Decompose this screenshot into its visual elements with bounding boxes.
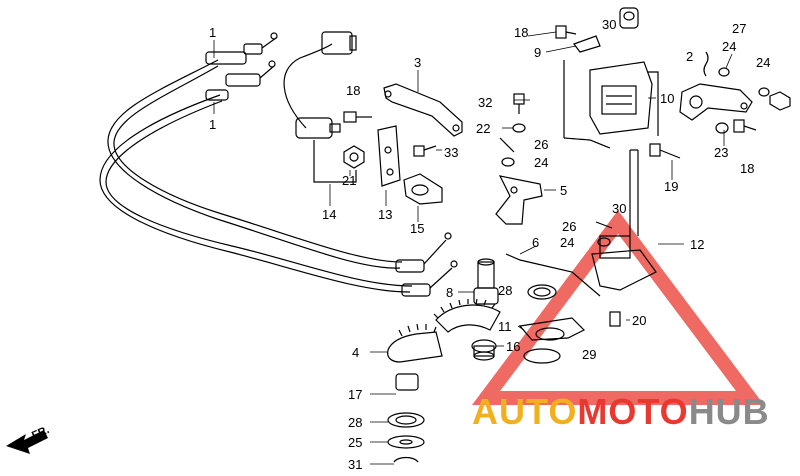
part-label: 24	[756, 55, 771, 70]
part-label: 21	[342, 173, 357, 188]
part-label: 22	[476, 121, 491, 136]
part-label: 24	[534, 155, 549, 170]
pin-26-upper	[499, 137, 515, 153]
part-label: 25	[348, 435, 363, 450]
washer-25	[387, 435, 425, 449]
part-label: 26	[562, 219, 577, 234]
part-label: 9	[534, 45, 542, 60]
part-label: 13	[378, 207, 393, 222]
part-label: 12	[690, 237, 705, 252]
part-label: 24	[560, 235, 575, 250]
arm-12	[591, 249, 657, 291]
cable-lower-inner	[105, 100, 413, 287]
part-label: 4	[352, 345, 360, 360]
lever-4	[387, 331, 443, 363]
bolt-18-right	[733, 119, 757, 133]
cap-30	[619, 7, 639, 29]
pin-26-lower	[595, 221, 613, 229]
part-label: 30	[602, 17, 617, 32]
cable-end-middle-lower	[401, 260, 458, 297]
part-label: 1	[209, 25, 217, 40]
ring-29	[523, 348, 561, 364]
part-label: 3	[414, 55, 422, 70]
part-label: 28	[498, 283, 513, 298]
rod-6	[505, 253, 601, 297]
part-label: 24	[722, 39, 737, 54]
bracket-3	[383, 83, 463, 137]
cable-end-upper	[205, 32, 278, 65]
spring-27	[703, 51, 709, 77]
clip-31	[393, 456, 419, 463]
part-label: 11	[498, 319, 512, 334]
lever-2	[679, 83, 753, 121]
washer-24-lower	[597, 237, 611, 247]
part-label: 14	[322, 207, 337, 222]
part-label: 5	[560, 183, 568, 198]
gear-sector	[435, 304, 501, 333]
part-label: 17	[348, 387, 363, 402]
cable-upper-inner	[113, 65, 403, 263]
part-label: 29	[582, 347, 597, 362]
part-label: 27	[732, 21, 747, 36]
washer-24-a	[718, 67, 730, 77]
bracket-5	[495, 175, 543, 225]
nut-7	[769, 91, 791, 111]
part-label: 26	[534, 137, 549, 152]
part-label: 2	[686, 49, 694, 64]
bolt-20	[609, 311, 621, 327]
part-label: 31	[348, 457, 363, 472]
bolt-32	[513, 93, 525, 114]
nut-21	[343, 145, 365, 169]
connector	[321, 31, 353, 55]
watermark-triangle	[472, 210, 764, 405]
plate-9	[573, 35, 601, 53]
part-label: 19	[664, 179, 679, 194]
watermark: AUTOMOTOHUB	[472, 394, 770, 430]
part-label: 30	[612, 201, 627, 216]
stack-17	[395, 373, 419, 391]
cable-lower	[99, 94, 411, 293]
part-label: 8	[446, 285, 454, 300]
bolt-19	[649, 143, 681, 159]
watermark-hub: HUB	[688, 391, 770, 432]
bolt-33	[413, 145, 437, 157]
neutral-switch	[295, 117, 341, 139]
part-label: 15	[410, 221, 425, 236]
part-label: 18	[740, 161, 755, 176]
lever-11	[518, 317, 586, 341]
washer-22	[512, 123, 526, 133]
washer-24-b	[758, 87, 770, 97]
switch-wire	[283, 43, 333, 129]
watermark-auto: AUTO	[472, 391, 578, 432]
watermark-moto: MOTO	[577, 391, 689, 432]
cable-end-middle-upper	[395, 232, 452, 273]
fr-arrow-icon	[6, 430, 48, 454]
part-label: 18	[346, 83, 361, 98]
part-label: 32	[478, 95, 493, 110]
cable-end-upper-2	[225, 60, 276, 87]
bushing-16	[471, 339, 497, 361]
part-label: 28	[348, 415, 363, 430]
cable-upper	[107, 59, 401, 269]
shaft-8	[473, 258, 499, 305]
part-label: 33	[444, 145, 459, 160]
cable-sleeve-lower	[205, 89, 229, 101]
part-label: 1	[209, 117, 217, 132]
seal-28-lower	[387, 412, 425, 428]
part-label: 16	[506, 339, 521, 354]
bolt-18-top	[555, 25, 577, 39]
part-label: 23	[714, 145, 729, 160]
part-label: 6	[532, 235, 540, 250]
part-label: 20	[632, 313, 647, 328]
clip-15	[403, 173, 443, 205]
washer-24-mid	[501, 157, 515, 167]
washer-23	[715, 122, 729, 134]
housing-10	[589, 61, 653, 135]
bolt-18-left	[343, 111, 372, 123]
plate-13	[377, 125, 401, 187]
seal-28-mid	[527, 284, 557, 300]
part-label: 10	[660, 91, 675, 106]
part-label: 18	[514, 25, 529, 40]
